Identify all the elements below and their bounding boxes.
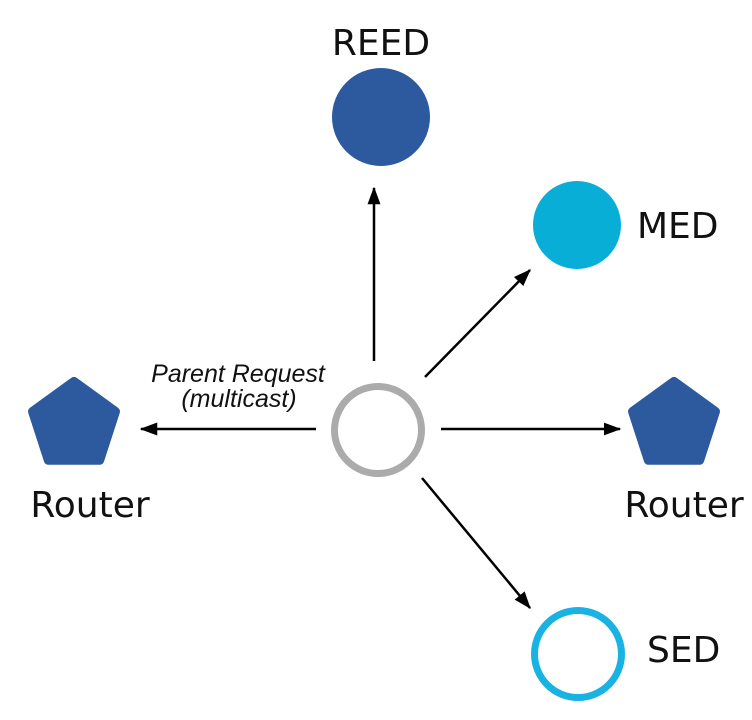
med-node-circle-icon	[533, 181, 621, 269]
arrow-to-sed	[421, 477, 531, 609]
reed-node-circle-icon	[332, 68, 430, 166]
router-right-label: Router	[624, 485, 744, 526]
sed-label: SED	[647, 630, 720, 671]
parent-request-annotation-line1: Parent Request	[151, 360, 326, 388]
center-device-circle-icon	[331, 383, 425, 477]
parent-request-annotation-line2: (multicast)	[181, 385, 296, 413]
med-label: MED	[637, 206, 719, 247]
arrow-to-med	[424, 269, 531, 378]
reed-label: REED	[332, 23, 430, 64]
router-left-label: Router	[30, 485, 150, 526]
sed-node-circle-icon	[531, 607, 625, 701]
router-left-pentagon-icon	[28, 377, 120, 465]
router-right-pentagon-icon	[628, 377, 720, 465]
